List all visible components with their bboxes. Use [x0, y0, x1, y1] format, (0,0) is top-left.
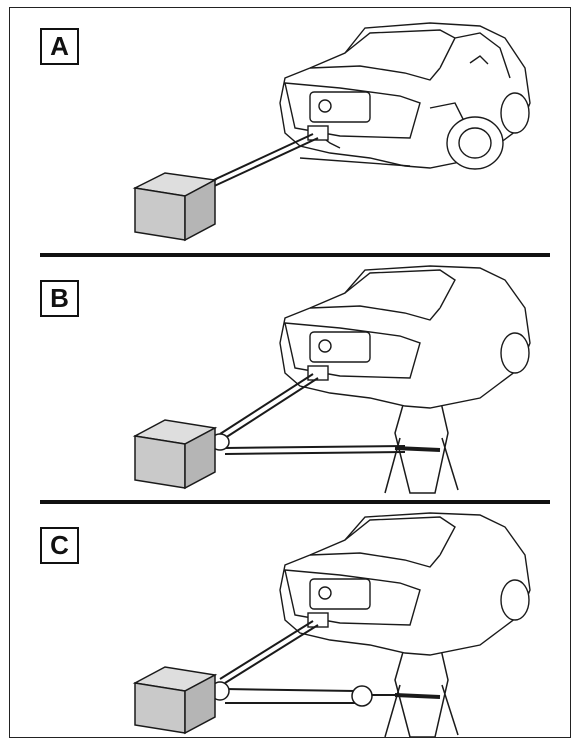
- suv-icon: [280, 266, 530, 408]
- panel-b: B: [10, 258, 569, 498]
- anchor-weight-icon: [135, 173, 215, 240]
- illustration-frame: A: [9, 7, 571, 738]
- divider-1: [40, 253, 550, 257]
- divider-2: [40, 500, 550, 504]
- scene-c: [10, 505, 569, 738]
- panel-a: A: [10, 8, 569, 253]
- suv-icon: [280, 23, 530, 169]
- suv-icon: [280, 513, 530, 655]
- anchor-weight-icon: [135, 667, 215, 733]
- scene-a: [10, 8, 569, 253]
- scene-b: [10, 258, 569, 498]
- panel-c: C: [10, 505, 569, 738]
- anchor-weight-icon: [135, 420, 215, 488]
